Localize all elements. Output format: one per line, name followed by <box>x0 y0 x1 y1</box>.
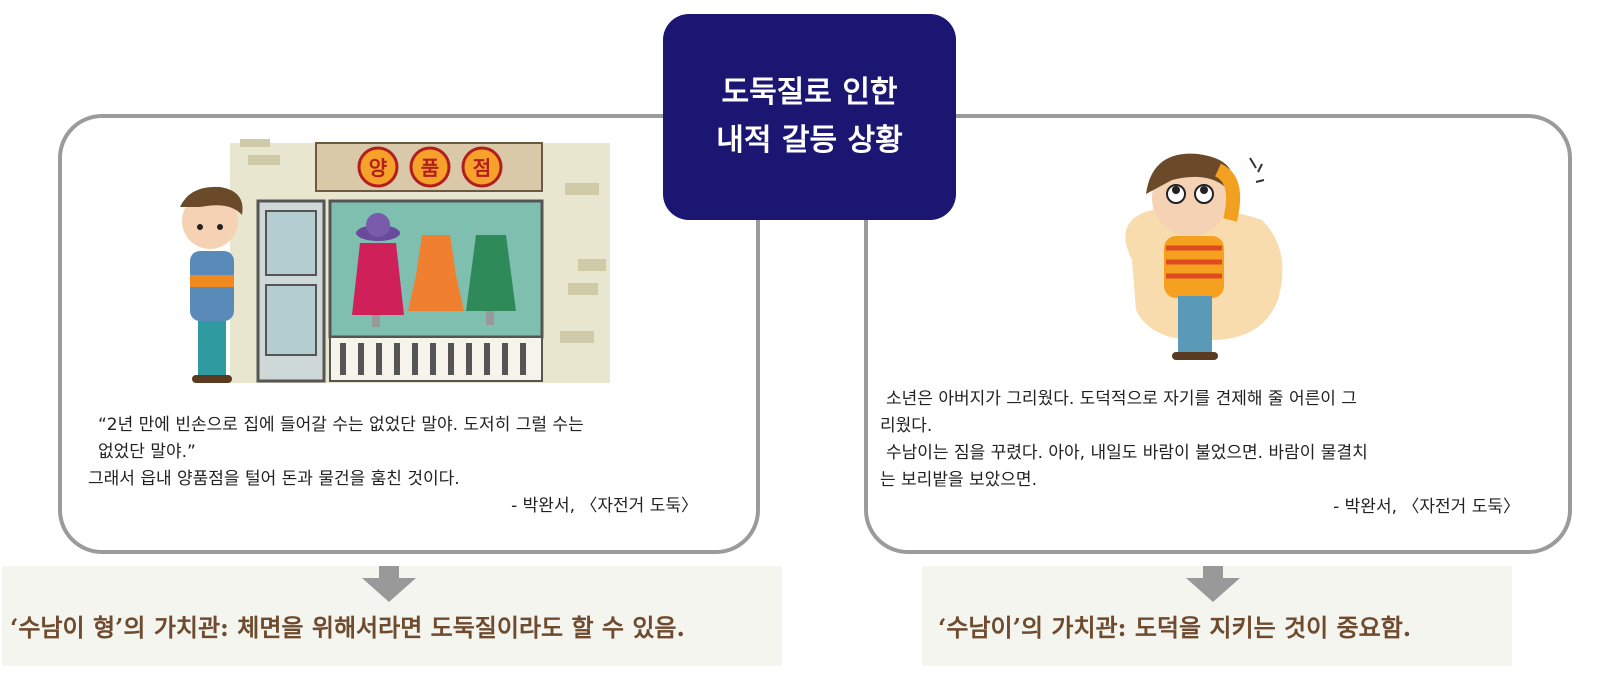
sign-char-1: 양 <box>369 156 388 180</box>
sign-circle-1 <box>357 146 399 188</box>
left-quote-line-1: “2년 만에 빈손으로 집에 들어갈 수는 없었단 말야. 도저히 그럴 수는 <box>98 415 584 435</box>
right-source: - 박완서, 〈자전거 도둑〉 <box>1333 497 1520 517</box>
sign-char-3: 점 <box>473 156 491 180</box>
worried-boy-illustration <box>1125 153 1283 360</box>
left-quote-line-3: 그래서 읍내 양품점을 털어 돈과 물건을 훔친 것이다. <box>88 469 460 489</box>
right-value-statement: ‘수남이’의 가치관: 도덕을 지키는 것이 중요함. <box>938 613 1412 642</box>
shop-illustration: 양 품 점 <box>180 139 610 383</box>
left-quote-line-2: 없었단 말야.” <box>98 442 196 462</box>
title-line-1: 도둑질로 인한 <box>721 75 898 110</box>
sign-circle-3 <box>461 146 503 188</box>
sign-char-2: 품 <box>421 156 439 180</box>
left-quote: “2년 만에 빈손으로 집에 들어갈 수는 없었단 말야. 도저히 그럴 수는 … <box>88 412 698 520</box>
right-quote: 소년은 아버지가 그리웠다. 도덕적으로 자기를 견제해 줄 어른이 그 리웠다… <box>880 386 1520 521</box>
title-box: 도둑질로 인한 내적 갈등 상황 <box>663 14 956 220</box>
title-line-2: 내적 갈등 상황 <box>716 123 903 158</box>
left-value-statement: ‘수남이 형’의 가치관: 체면을 위해서라면 도둑질이라도 할 수 있음. <box>10 613 685 642</box>
right-quote-line-4: 는 보리밭을 보았으면. <box>880 470 1037 490</box>
left-source: - 박완서, 〈자전거 도둑〉 <box>511 496 698 516</box>
right-quote-line-2: 리웠다. <box>880 416 933 436</box>
right-quote-line-1: 소년은 아버지가 그리웠다. 도덕적으로 자기를 견제해 줄 어른이 그 <box>886 389 1357 409</box>
sign-circle-2 <box>409 146 451 188</box>
right-quote-line-3: 수남이는 짐을 꾸렸다. 아아, 내일도 바람이 불었으면. 바람이 물결치 <box>886 443 1368 463</box>
